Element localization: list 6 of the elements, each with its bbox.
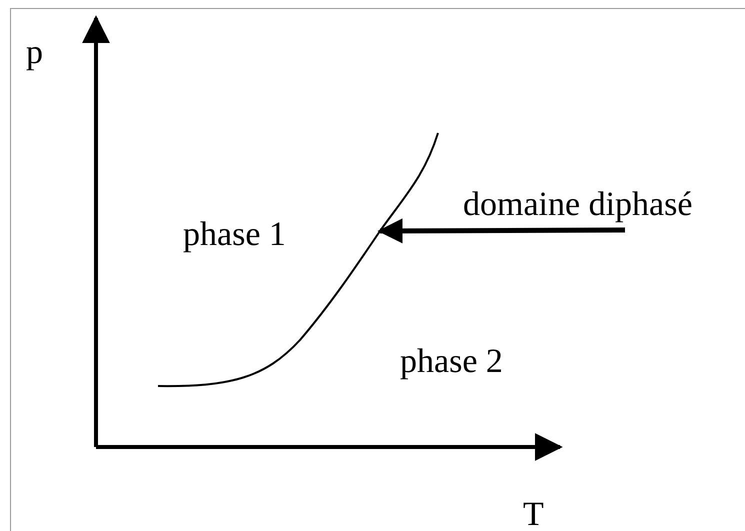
arrow	[378, 218, 625, 244]
region-label: phase 2	[400, 345, 503, 379]
region-label: domaine diphasé	[463, 188, 692, 222]
region-label: phase 1	[183, 218, 286, 252]
axis-label: p	[26, 36, 43, 70]
axis-label: T	[523, 498, 544, 531]
